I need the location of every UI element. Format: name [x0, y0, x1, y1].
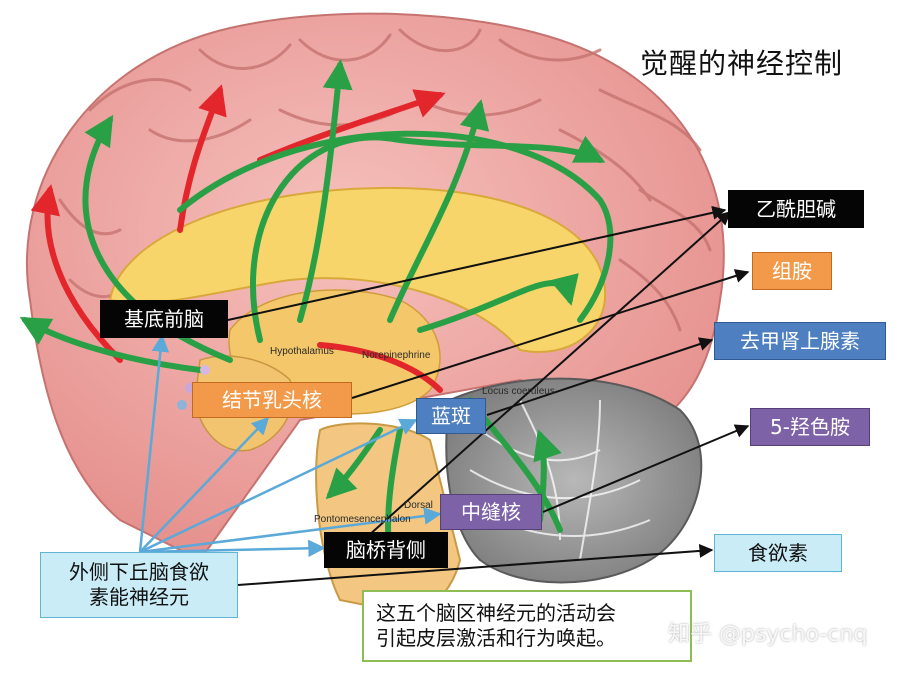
serotonin-label: 5-羟色胺 — [750, 408, 870, 446]
pontomesencephalon-label: Pontomesencephalon — [314, 514, 411, 525]
hypothalamus-label: Hypothalamus — [270, 346, 334, 357]
norepinephrine-box: 去甲肾上腺素 — [714, 322, 886, 360]
dorsal-label: Dorsal — [404, 500, 433, 511]
watermark: 知乎 @psycho-cnq — [668, 622, 868, 647]
orexin-label: 食欲素 — [714, 534, 842, 572]
basal-forebrain-label: 基底前脑 — [100, 300, 228, 338]
blue-connectors — [138, 334, 442, 558]
raphe-label: 中缝核 — [440, 494, 542, 530]
summary-note: 这五个脑区神经元的活动会 引起皮层激活和行为唤起。 — [362, 590, 692, 662]
norepinephrine-label: Norepinephrine — [362, 350, 431, 361]
page-title: 觉醒的神经控制 — [640, 47, 844, 80]
lateral-hypothalamus-label: 外侧下丘脑食欲 素能神经元 — [40, 552, 238, 618]
locus-coeruleus-label: Locus coeruleus — [482, 386, 555, 397]
black-connectors — [227, 205, 750, 586]
pontine-tegmentum-label: 脑桥背侧 — [324, 532, 448, 568]
locus-coeruleus-box: 蓝斑 — [416, 398, 486, 434]
cerebellum-folia — [469, 399, 651, 561]
acetylcholine-label: 乙酰胆碱 — [728, 190, 864, 228]
histamine-label: 组胺 — [752, 252, 832, 290]
tuberomammillary-label: 结节乳头核 — [192, 382, 352, 418]
